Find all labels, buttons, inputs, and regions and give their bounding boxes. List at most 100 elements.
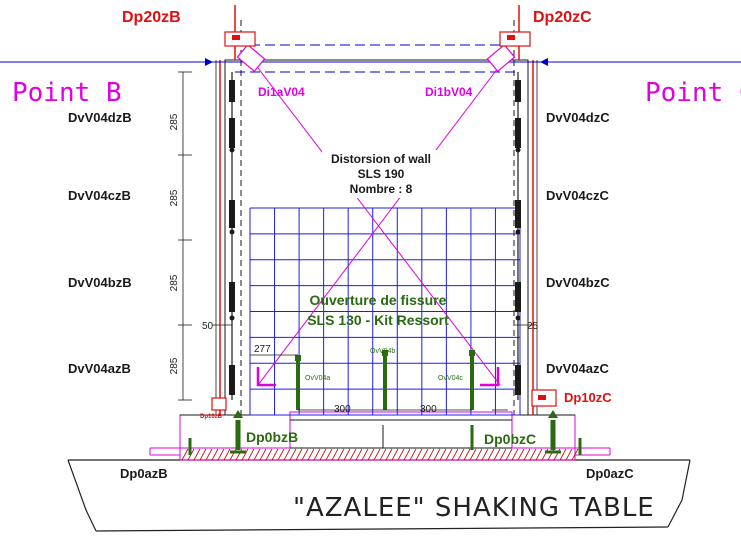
anchor-point-icon [229, 315, 235, 321]
label-ovv04a: OvV04a [305, 375, 330, 382]
hatch-line [217, 448, 225, 461]
sensor-box-icon [211, 397, 227, 411]
hatch-line [313, 448, 321, 461]
crack-sls: SLS 130 - Kit Ressort [307, 312, 449, 328]
crack-sensor-heads [295, 350, 475, 361]
hatch-line [337, 448, 345, 461]
hatch-line [409, 448, 417, 461]
hatch-line [529, 448, 537, 461]
hatch-line [457, 448, 465, 461]
hatch-line [325, 448, 333, 461]
label-dvv04czb: DvV04czB [68, 188, 131, 203]
hatch-line [439, 448, 447, 461]
hatch-line [199, 448, 207, 461]
label-point-c: Point C [645, 78, 741, 108]
hatch-line [535, 448, 543, 461]
dim-25: 25 [527, 321, 539, 332]
hatch-line [523, 448, 531, 461]
displacement-sensor-icon [515, 118, 521, 148]
hatch-line [265, 448, 273, 461]
displacement-sensor-icon [515, 80, 521, 102]
dp10zb-sensor [211, 397, 227, 411]
hatch-line [331, 448, 339, 461]
hatch-line [475, 448, 483, 461]
hatch-line [253, 448, 261, 461]
hatch-line [487, 448, 495, 461]
label-dp0bzc: Dp0bzC [484, 431, 536, 447]
hatch-line [499, 448, 507, 461]
arrow-left-icon [205, 58, 213, 66]
foundation-hatch [179, 447, 579, 461]
sensor-head-icon [236, 43, 266, 73]
hatch-line [319, 448, 327, 461]
hatch-line [469, 448, 477, 461]
top-beam-dashed [235, 44, 519, 73]
dim-285-lower: 285 [169, 274, 180, 291]
distortion-sls: SLS 190 [358, 167, 405, 181]
label-dp0azb: Dp0azB [120, 466, 168, 481]
dimension-lines [178, 71, 535, 411]
hatch-line [361, 448, 369, 461]
table-left-edge [67, 459, 97, 532]
label-dvv04bzb: DvV04bzB [68, 275, 132, 290]
hatch-line [193, 448, 201, 461]
hatch-line [295, 448, 303, 461]
hatch-line [565, 448, 573, 461]
dim-50: 50 [202, 321, 214, 332]
hatch-line [451, 448, 459, 461]
arrow-corner-icon [256, 367, 276, 387]
label-dp10zb: Dp10zB [200, 414, 223, 420]
triangle-marker-icon [548, 410, 558, 418]
hatch-line [427, 448, 435, 461]
hatch-line [205, 448, 213, 461]
dim-285-top: 285 [169, 113, 180, 130]
label-dp20zc: Dp20zC [533, 9, 592, 26]
hatch-line [343, 448, 351, 461]
hatch-line [373, 448, 381, 461]
triangle-marker-icon [233, 410, 243, 418]
hatch-line [463, 448, 471, 461]
hatch-line [397, 448, 405, 461]
hatch-line [307, 448, 315, 461]
displacement-sensor-icon [229, 200, 235, 228]
dp10zc-sensor [531, 389, 557, 407]
hatch-line [481, 448, 489, 461]
displacement-sensor-icon [229, 282, 235, 312]
top-displacement-sensors [224, 31, 531, 47]
hatch-line [391, 448, 399, 461]
table-right-edge [667, 459, 691, 528]
displacement-sensor-icon [229, 80, 235, 102]
distortion-count: Nombre : 8 [350, 182, 413, 196]
label-di1bv04: Di1bV04 [425, 85, 473, 99]
diagonal-arrows [256, 367, 500, 387]
hatch-line [271, 448, 279, 461]
hatch-line [415, 448, 423, 461]
table-bottom-line [95, 526, 669, 532]
label-ovv04b: OvV04b [370, 348, 395, 355]
displacement-sensor-icon [229, 118, 235, 148]
dim-300-left: 300 [334, 404, 351, 415]
crack-sensors [188, 355, 582, 455]
hatch-line [367, 448, 375, 461]
displacement-sensor-icon [515, 365, 521, 395]
hatch-line [421, 448, 429, 461]
label-dvv04dzb: DvV04dzB [68, 110, 132, 125]
hatch-line [433, 448, 441, 461]
arrow-right-icon [540, 58, 548, 66]
dim-300-right: 300 [420, 404, 437, 415]
label-dp0azc: Dp0azC [586, 466, 634, 481]
label-dvv04azb: DvV04azB [68, 361, 131, 376]
shaking-table-label: "AZALEE" SHAKING TABLE [293, 493, 655, 523]
diagonal-sensors [257, 67, 501, 386]
vertical-sensors-c [515, 72, 521, 400]
hatch-line [445, 448, 453, 461]
label-dvv04czc: DvV04czC [546, 188, 609, 203]
vertical-sensors-b [229, 72, 235, 400]
anchor-point-icon [229, 147, 235, 153]
displacement-sensor-icon [229, 365, 235, 395]
hatch-line [301, 448, 309, 461]
sensor-head-icon [486, 43, 516, 73]
anchor-point-icon [229, 229, 235, 235]
label-ovv04c: OvV04c [438, 375, 463, 382]
